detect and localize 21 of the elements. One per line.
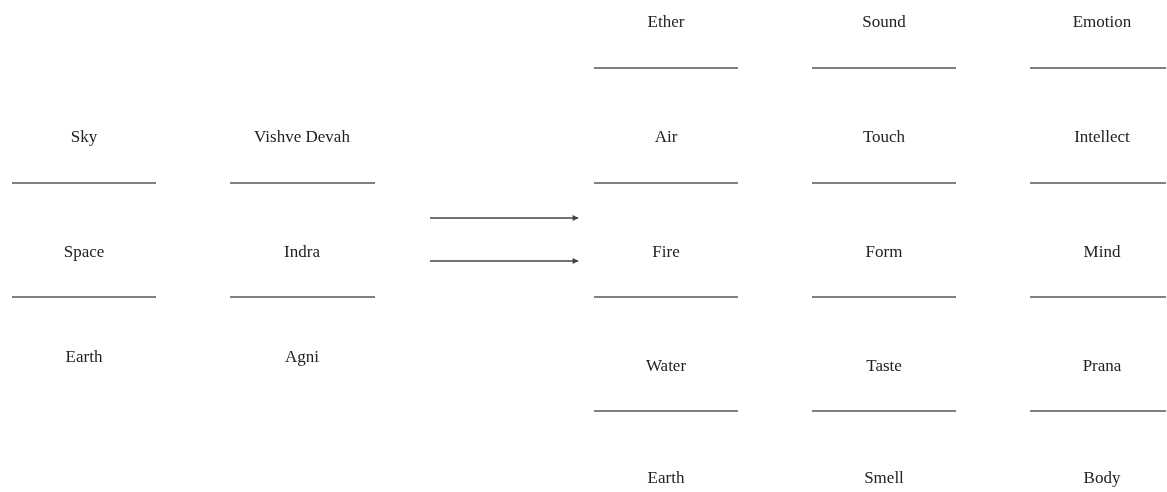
element-label: Taste	[866, 356, 902, 376]
element-label: Earth	[647, 468, 685, 488]
element-label: Ether	[647, 12, 685, 32]
element-label: Sound	[862, 12, 906, 32]
element-label: Air	[654, 127, 678, 147]
element-label: Touch	[862, 127, 906, 147]
element-label: Water	[645, 356, 687, 376]
element-label: Intellect	[1074, 127, 1130, 147]
element-label: Form	[865, 242, 903, 262]
element-label: Fire	[652, 242, 680, 262]
element-label: Vishve Devah	[254, 127, 350, 147]
element-label: Smell	[864, 468, 904, 488]
element-label: Earth	[65, 347, 103, 367]
element-label: Sky	[70, 127, 98, 147]
element-label: Space	[63, 242, 105, 262]
element-label: Indra	[284, 242, 320, 262]
element-label: Agni	[285, 347, 319, 367]
element-label: Emotion	[1072, 12, 1132, 32]
element-label: Mind	[1083, 242, 1121, 262]
element-label: Prana	[1082, 356, 1122, 376]
element-label: Body	[1083, 468, 1121, 488]
